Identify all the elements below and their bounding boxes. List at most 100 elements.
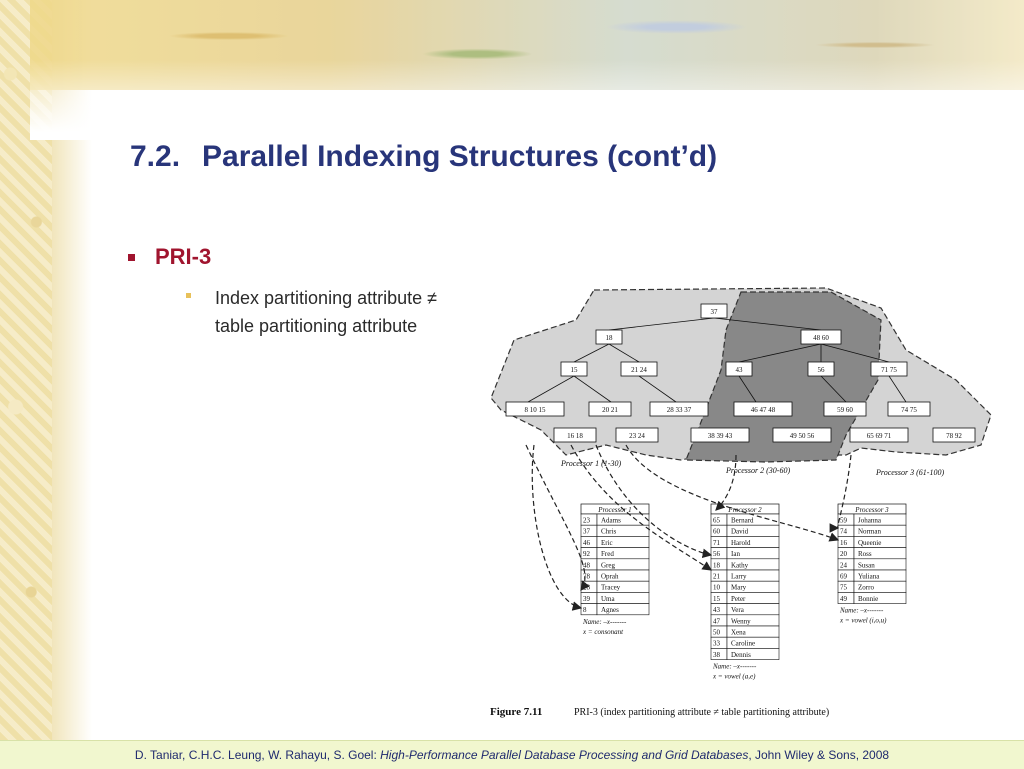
table-key-2-5: 69 bbox=[840, 573, 848, 581]
table-name-1-3: Ian bbox=[731, 550, 740, 558]
index-node-0 bbox=[700, 303, 728, 319]
table-name-1-11: Caroline bbox=[731, 640, 755, 648]
index-node-3 bbox=[560, 361, 588, 377]
table-name-1-1: David bbox=[731, 528, 749, 536]
index-node-label-18: 65 69 71 bbox=[867, 432, 892, 440]
pointer-arrow-3 bbox=[525, 444, 590, 591]
tree-edge-10 bbox=[738, 375, 757, 403]
table-note1-2: Name: –x------- bbox=[839, 607, 884, 615]
table-key-1-9: 47 bbox=[713, 617, 721, 625]
index-node-label-16: 38 39 43 bbox=[708, 432, 733, 440]
index-node-8 bbox=[505, 401, 565, 417]
pointer-arrow-6 bbox=[625, 444, 840, 542]
index-node-label-6: 56 bbox=[818, 366, 826, 374]
index-node-9 bbox=[588, 401, 632, 417]
table-name-0-3: Fred bbox=[601, 550, 614, 558]
region-label-0: Processor 1 (1-30) bbox=[560, 459, 621, 468]
table-name-1-4: Kathy bbox=[731, 561, 749, 569]
table-name-0-8: Agnes bbox=[601, 606, 619, 614]
tree-edge-12 bbox=[888, 375, 907, 403]
tree-edge-1 bbox=[713, 317, 822, 331]
table-key-0-3: 92 bbox=[583, 550, 591, 558]
index-node-11 bbox=[733, 401, 793, 417]
table-cell-name-0-8 bbox=[596, 603, 650, 616]
index-node-13 bbox=[887, 401, 931, 417]
sub-bullet-text: Index partitioning attribute ≠ table par… bbox=[215, 284, 515, 340]
table-note1-1: Name: –x------- bbox=[712, 663, 757, 671]
table-key-0-1: 37 bbox=[583, 528, 591, 536]
table-key-0-5: 78 bbox=[583, 573, 591, 581]
table-key-0-0: 23 bbox=[583, 517, 591, 525]
sub-bullet-line2: table partitioning attribute bbox=[215, 316, 418, 336]
table-name-1-2: Harold bbox=[731, 539, 751, 547]
table-name-0-1: Chris bbox=[601, 528, 616, 536]
sub-bullet: Index partitioning attribute ≠ table par… bbox=[186, 284, 515, 340]
index-node-label-3: 15 bbox=[571, 366, 579, 374]
table-key-1-1: 60 bbox=[713, 528, 721, 536]
region-label-2: Processor 3 (61-100) bbox=[875, 468, 944, 477]
table-name-0-0: Adams bbox=[601, 517, 621, 525]
pointer-arrow-0 bbox=[531, 444, 583, 611]
slide-title: 7.2.Parallel Indexing Structures (cont’d… bbox=[130, 140, 717, 174]
table-key-2-2: 16 bbox=[840, 539, 848, 547]
bullet-pri3: PRI-3 bbox=[128, 244, 211, 270]
tree-edge-11 bbox=[820, 375, 847, 403]
table-name-1-12: Dennis bbox=[731, 651, 751, 659]
table-key-1-2: 71 bbox=[713, 539, 721, 547]
table-cell-name-2-7 bbox=[853, 592, 907, 604]
table-key-1-6: 10 bbox=[713, 584, 721, 592]
index-node-14 bbox=[553, 427, 597, 443]
table-key-2-6: 75 bbox=[840, 584, 848, 592]
table-note2-2: x = vowel (i,o,u) bbox=[839, 617, 887, 625]
region-label-1: Processor 2 (30-60) bbox=[725, 466, 790, 475]
index-node-10 bbox=[649, 401, 709, 417]
table-note2-0: x = consonant bbox=[582, 628, 624, 636]
index-node-18 bbox=[849, 427, 909, 443]
sub-bullet-line1: Index partitioning attribute ≠ bbox=[215, 288, 438, 308]
table-name-0-5: Oprah bbox=[601, 573, 619, 581]
table-name-0-2: Eric bbox=[601, 539, 613, 547]
table-name-1-8: Vera bbox=[731, 606, 745, 614]
index-node-label-15: 23 24 bbox=[629, 432, 645, 440]
table-header-1: Processor 2 bbox=[727, 506, 762, 514]
index-node-label-19: 78 92 bbox=[946, 432, 962, 440]
table-name-2-0: Johanna bbox=[858, 517, 882, 525]
table-name-1-7: Peter bbox=[731, 595, 746, 603]
decorative-top-fade bbox=[30, 60, 1024, 140]
table-note1-0: Name: –x------- bbox=[582, 618, 627, 626]
table-key-1-0: 65 bbox=[713, 517, 721, 525]
index-node-label-8: 8 10 15 bbox=[525, 406, 547, 414]
square-bullet-icon bbox=[186, 293, 191, 298]
index-node-label-7: 71 75 bbox=[881, 366, 897, 374]
pointer-arrow-5 bbox=[715, 454, 737, 511]
index-node-label-12: 59 60 bbox=[837, 406, 853, 414]
table-key-1-12: 38 bbox=[713, 651, 721, 659]
tree-edge-0 bbox=[608, 317, 715, 331]
table-cell-name-1-12 bbox=[726, 648, 780, 660]
footer-authors: D. Taniar, C.H.C. Leung, W. Rahayu, S. G… bbox=[134, 748, 381, 762]
index-node-label-17: 49 50 56 bbox=[790, 432, 815, 440]
table-key-1-11: 33 bbox=[713, 640, 721, 648]
index-node-label-2: 48 60 bbox=[813, 334, 829, 342]
index-node-label-13: 74 75 bbox=[901, 406, 917, 414]
index-node-2 bbox=[800, 329, 842, 345]
table-name-2-2: Queenie bbox=[858, 539, 881, 547]
table-key-1-3: 56 bbox=[713, 550, 721, 558]
table-name-2-6: Zorro bbox=[858, 584, 874, 592]
tree-edge-2 bbox=[573, 343, 610, 363]
table-name-2-3: Ross bbox=[858, 550, 872, 558]
figure-caption-text: PRI-3 (index partitioning attribute ≠ ta… bbox=[574, 707, 829, 718]
slide-title-number: 7.2. bbox=[130, 140, 181, 173]
table-name-1-9: Wenny bbox=[731, 617, 751, 625]
table-key-0-7: 39 bbox=[583, 595, 591, 603]
table-name-0-6: Tracey bbox=[601, 584, 621, 592]
index-node-label-11: 46 47 48 bbox=[751, 406, 776, 414]
index-node-19 bbox=[932, 427, 976, 443]
table-header-0: Processor 1 bbox=[597, 506, 631, 514]
index-node-17 bbox=[772, 427, 832, 443]
table-name-2-5: Yuliana bbox=[858, 573, 880, 581]
index-node-1 bbox=[595, 329, 623, 345]
footer-book-title: High-Performance Parallel Database Proce… bbox=[380, 748, 749, 762]
table-key-1-7: 15 bbox=[713, 595, 721, 603]
